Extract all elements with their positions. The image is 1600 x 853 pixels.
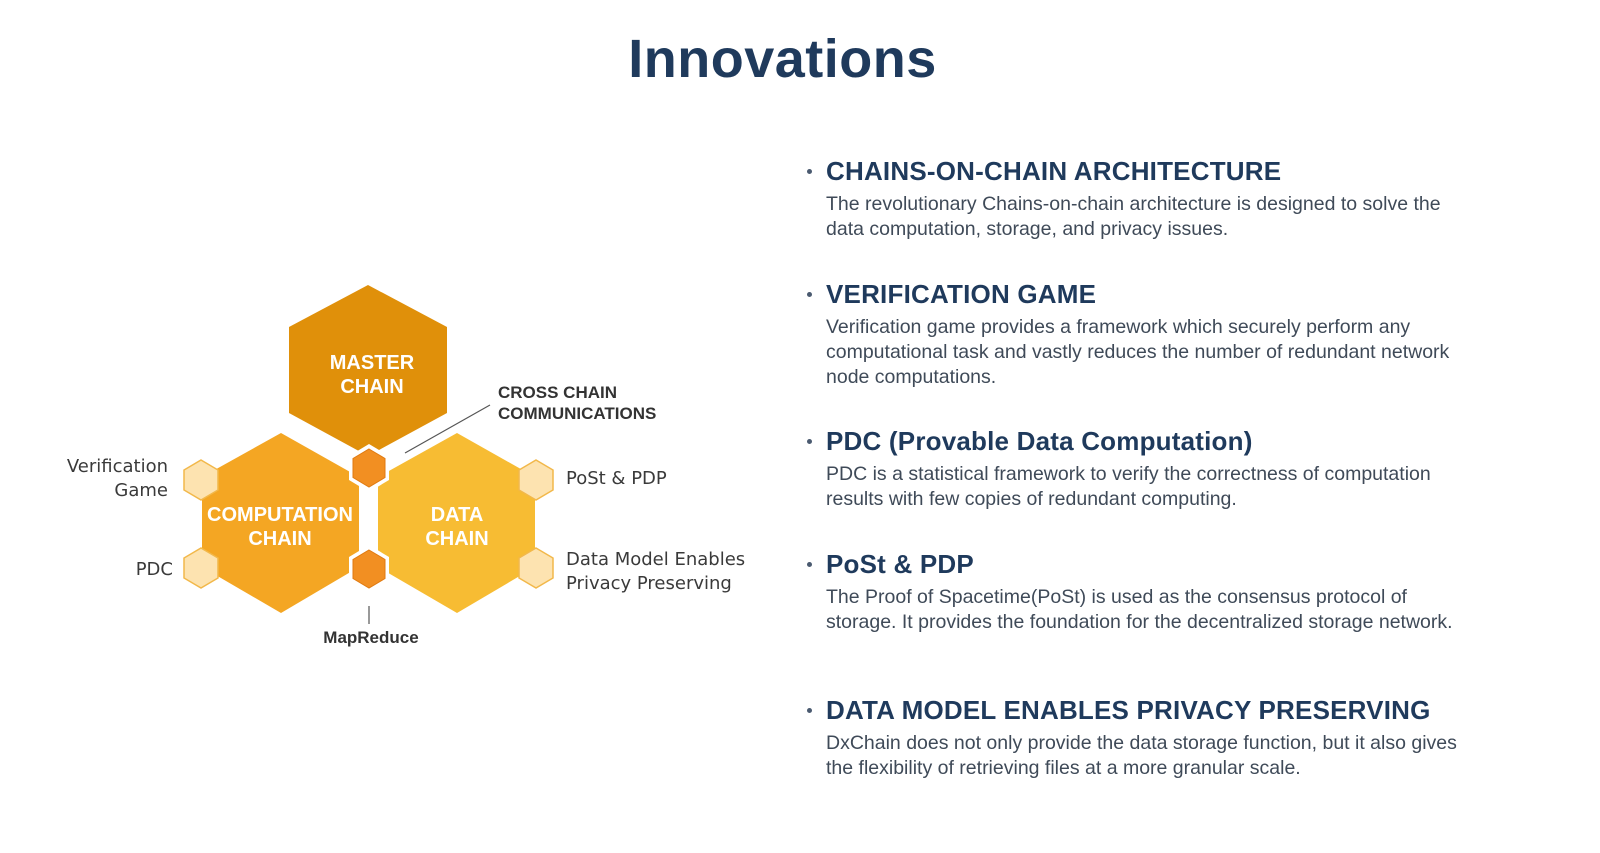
data-chain-label-2: CHAIN <box>425 528 488 550</box>
master-chain-label-1: MASTER <box>330 352 415 374</box>
verification-game-label-1: Verification <box>67 456 168 477</box>
pdc-label: PDC <box>136 559 173 580</box>
innovation-item: PoSt & PDP The Proof of Spacetime(PoSt) … <box>807 547 1526 635</box>
bullet-dot-icon <box>807 169 812 174</box>
data-chain-hexagon <box>378 433 535 613</box>
innovation-description: Verification game provides a framework w… <box>826 316 1450 388</box>
data-chain-label-1: DATA <box>431 504 484 526</box>
mapreduce-connector-icon <box>349 545 389 593</box>
computation-chain-label-2: CHAIN <box>248 528 311 550</box>
cross-chain-connector-icon <box>349 444 389 492</box>
chains-diagram: MASTER CHAIN COMPUTATION CHAIN DATA CHAI… <box>67 285 745 647</box>
computation-chain-hexagon <box>202 433 359 613</box>
verification-game-small-hex-icon <box>183 459 219 501</box>
pdc-small-hex-icon <box>183 547 219 589</box>
innovation-title: PDC (Provable Data Computation) <box>826 426 1253 456</box>
cross-chain-label-1: CROSS CHAIN <box>498 383 617 402</box>
computation-chain-label-1: COMPUTATION <box>207 504 353 526</box>
bullet-dot-icon <box>807 708 812 713</box>
post-pdp-small-hex-icon <box>518 459 554 501</box>
bullet-dot-icon <box>807 292 812 297</box>
master-chain-hexagon <box>289 285 447 456</box>
page-title: Innovations <box>628 29 937 89</box>
mapreduce-label: MapReduce <box>323 628 418 647</box>
innovation-description: The revolutionary Chains-on-chain archit… <box>826 193 1441 240</box>
innovation-title: PoSt & PDP <box>826 549 974 579</box>
innovation-item: VERIFICATION GAME Verification game prov… <box>807 277 1526 390</box>
innovation-title: DATA MODEL ENABLES PRIVACY PRESERVING <box>826 695 1431 725</box>
innovation-title: CHAINS-ON-CHAIN ARCHITECTURE <box>826 156 1282 186</box>
innovation-description: DxChain does not only provide the data s… <box>826 732 1457 779</box>
innovation-item: CHAINS-ON-CHAIN ARCHITECTURE The revolut… <box>807 154 1526 242</box>
data-model-label-1: Data Model Enables <box>566 549 745 570</box>
cross-chain-label-2: COMMUNICATIONS <box>498 404 656 423</box>
innovation-title: VERIFICATION GAME <box>826 279 1097 309</box>
innovation-item: DATA MODEL ENABLES PRIVACY PRESERVING Dx… <box>807 693 1526 781</box>
bullet-dot-icon <box>807 439 812 444</box>
bullet-dot-icon <box>807 562 812 567</box>
innovation-description: PDC is a statistical framework to verify… <box>826 463 1431 510</box>
verification-game-label-2: Game <box>114 480 168 501</box>
innovation-description: The Proof of Spacetime(PoSt) is used as … <box>826 586 1453 633</box>
cross-chain-callout-line <box>404 404 491 454</box>
post-pdp-label: PoSt & PDP <box>566 468 667 489</box>
data-model-small-hex-icon <box>518 547 554 589</box>
master-chain-label-2: CHAIN <box>340 376 403 398</box>
innovation-item: PDC (Provable Data Computation) PDC is a… <box>807 424 1526 512</box>
data-model-label-2: Privacy Preserving <box>566 573 732 594</box>
